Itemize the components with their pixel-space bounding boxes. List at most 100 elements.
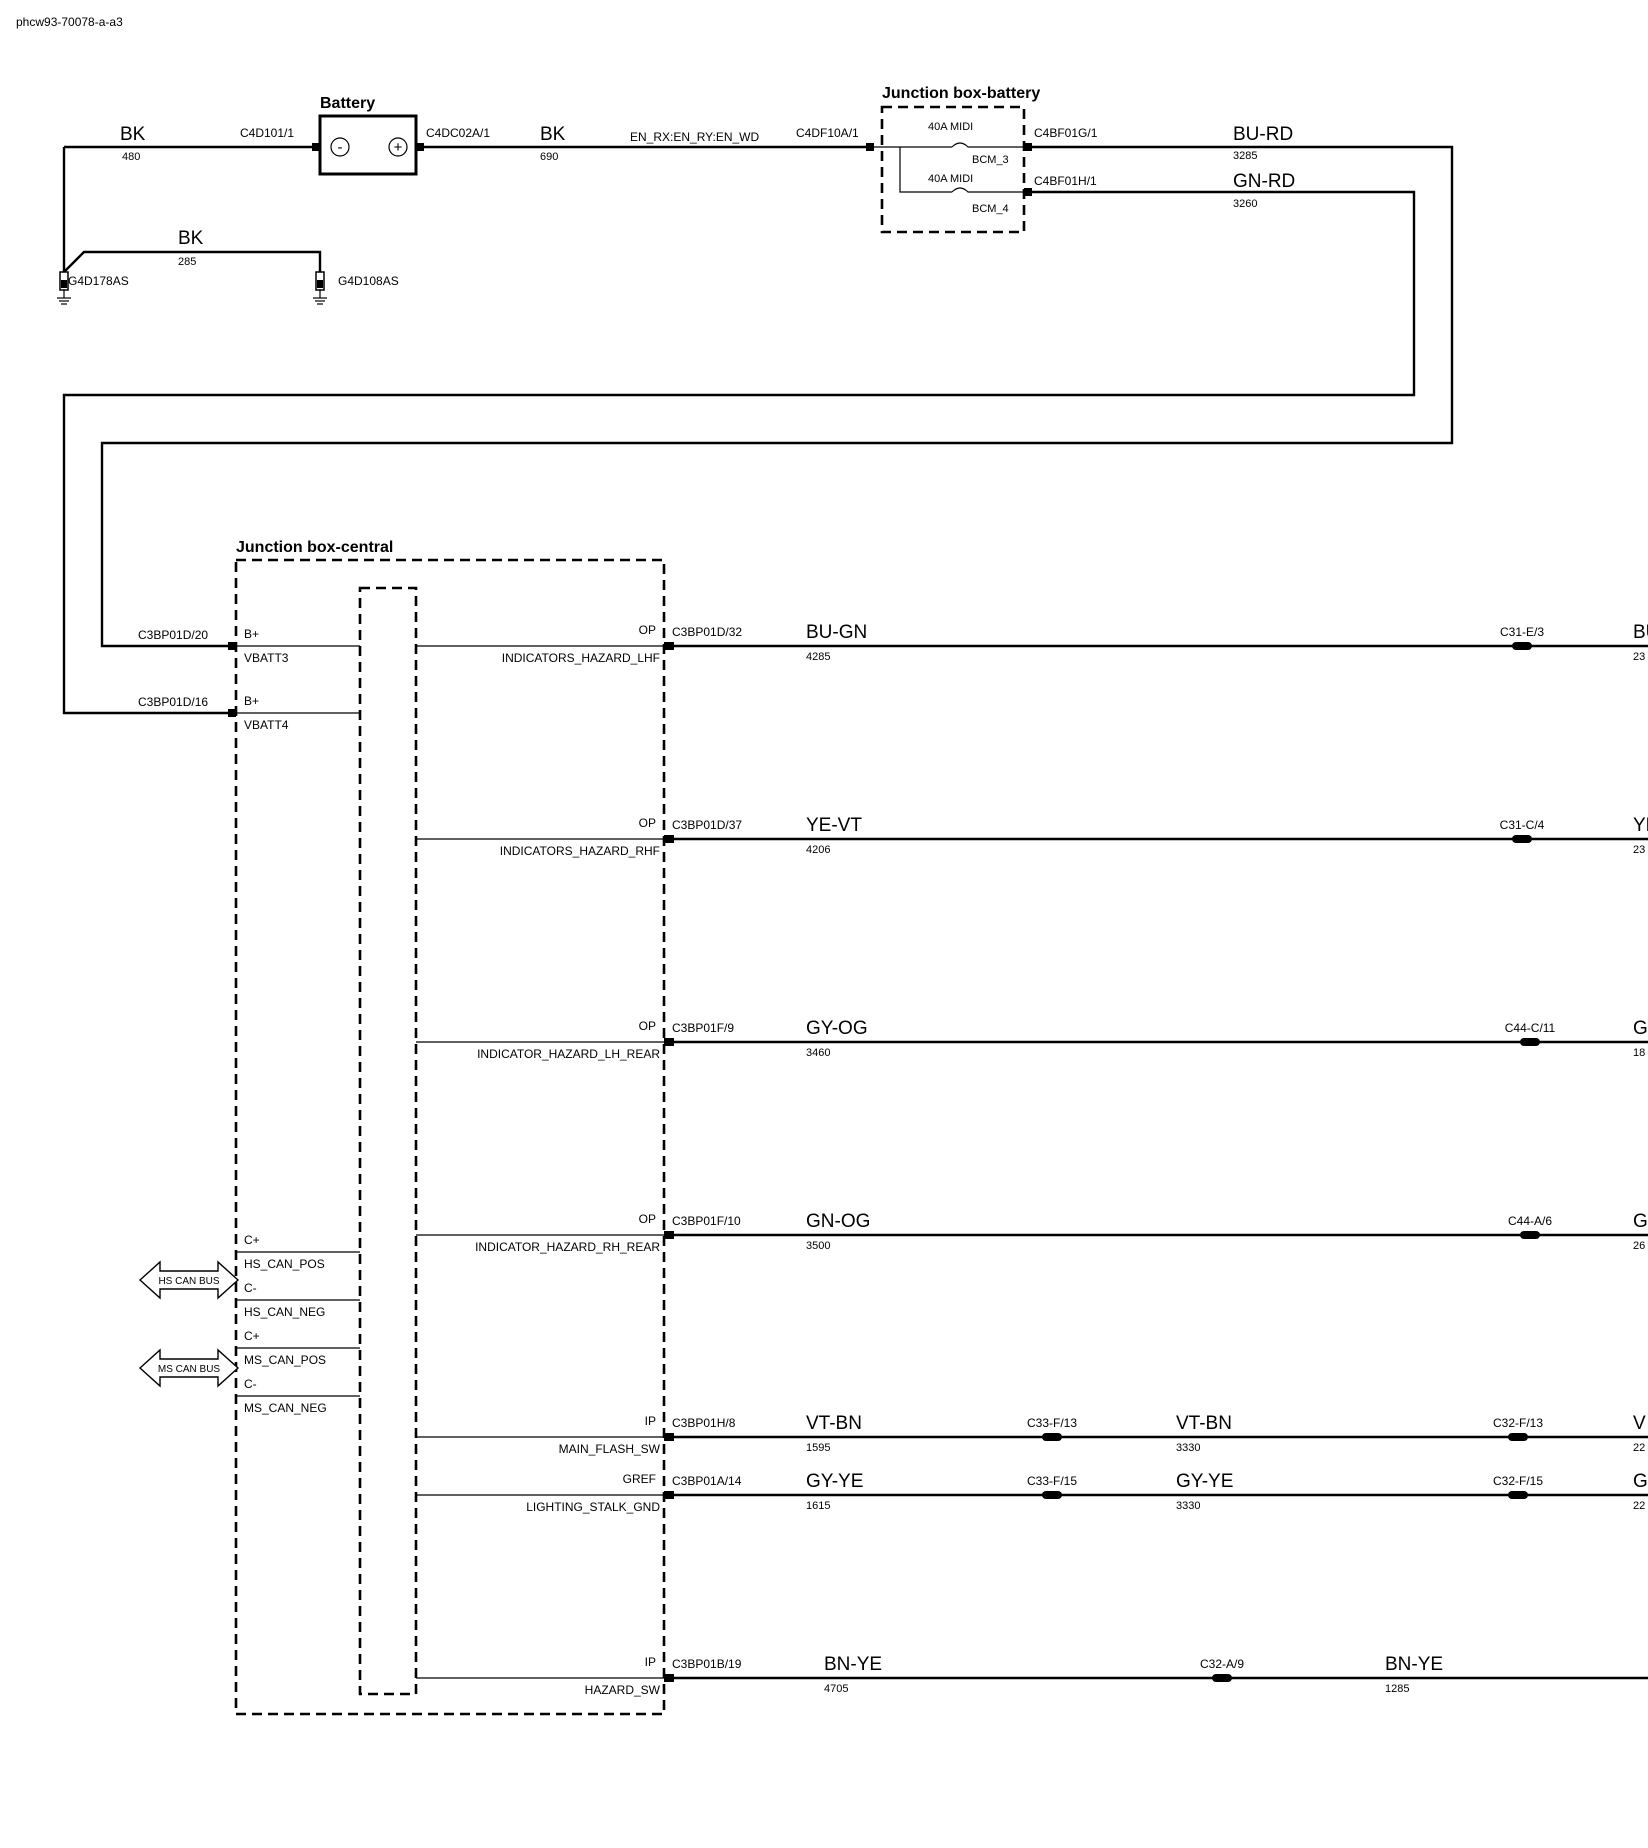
wire-circuit-label: 4705	[824, 1683, 848, 1695]
inline-connector	[1520, 1231, 1540, 1239]
wire-bu-rd	[100, 145, 1454, 648]
box-connector	[664, 835, 674, 843]
power-type-1: B+	[244, 627, 259, 641]
pin-name: INDICATOR_HAZARD_LH_REAR	[477, 1047, 660, 1061]
inline-connector	[1512, 835, 1532, 843]
connector-c4bf01g	[1024, 143, 1032, 151]
fuse-out-connector-2: C4BF01H/1	[1034, 174, 1097, 188]
fuse-rating-1: 40A MIDI	[928, 121, 973, 133]
document-id: phcw93-70078-a-a3	[16, 15, 123, 29]
pin-type: IP	[645, 1655, 656, 1669]
can-pin-type-1: C+	[244, 1233, 260, 1247]
wire-circuit-label: 4285	[806, 651, 830, 663]
ms-can-bus-arrow: MS CAN BUS	[138, 1348, 240, 1388]
can-pin-type-2: C-	[244, 1281, 257, 1295]
box-connector	[664, 1038, 674, 1046]
wire-color-bu-rd: BU-RD	[1233, 124, 1293, 145]
box-connector-label: C3BP01H/8	[672, 1416, 736, 1430]
wire-color-label: BN-YE	[824, 1654, 882, 1675]
cut-circuit-label: 23	[1633, 651, 1645, 663]
hs-can-bus-arrow: HS CAN BUS	[138, 1260, 240, 1300]
pin-name: INDICATORS_HAZARD_RHF	[500, 844, 660, 858]
jb-central-box	[234, 558, 666, 1716]
cut-color-label: YE	[1633, 815, 1648, 836]
fuse-bcm3	[951, 142, 1026, 148]
ground-symbol-g4d108as	[313, 271, 327, 305]
power-connector-1: C3BP01D/20	[138, 628, 208, 642]
wire-gn-rd	[62, 190, 1416, 715]
wire-circuit-label: 4206	[806, 844, 830, 856]
inline-connector	[1042, 1433, 1062, 1441]
inline-connector	[1508, 1491, 1528, 1499]
box-connector	[664, 1491, 674, 1499]
wire-color-label: BN-YE	[1385, 1654, 1443, 1675]
wire-color-label: BU-GN	[806, 622, 867, 643]
box-connector-label: C3BP01B/19	[672, 1657, 742, 1671]
wire-color-label: GY-OG	[806, 1018, 868, 1039]
cut-color-label: BU	[1633, 622, 1648, 643]
wire-color-label: GY-YE	[806, 1471, 863, 1492]
inline-connector-label: C33-F/13	[1027, 1416, 1077, 1430]
battery-neg-connector: C4D101/1	[240, 126, 294, 140]
battery-neg-terminal	[312, 143, 320, 151]
wire-color-label: GN-OG	[806, 1211, 870, 1232]
box-connector-label: C3BP01D/32	[672, 625, 742, 639]
wire-circuit-label: 1285	[1385, 1683, 1409, 1695]
wire-circuit-label: 3330	[1176, 1442, 1200, 1454]
inline-connector	[1508, 1433, 1528, 1441]
box-connector-label: C3BP01F/9	[672, 1021, 734, 1035]
pin-name: INDICATORS_HAZARD_LHF	[502, 651, 660, 665]
fuse-name-1: BCM_3	[972, 154, 1009, 166]
battery-section: G4D178AS G4D108AS BK 480 BK 285 C4D101/1…	[57, 95, 874, 305]
connector-c4bf01h	[1024, 188, 1032, 196]
battery-pos-connector: C4DC02A/1	[426, 126, 490, 140]
ground-label-2: G4D108AS	[338, 274, 399, 288]
battery-neg-sign: -	[338, 139, 343, 156]
feed-label: EN_RX:EN_RY:EN_WD	[630, 130, 759, 144]
can-pin-name-1: HS_CAN_POS	[244, 1257, 325, 1271]
box-connector-label: C3BP01F/10	[672, 1214, 741, 1228]
wire-circuit-label: 3500	[806, 1240, 830, 1252]
fuse-name-2: BCM_4	[972, 203, 1009, 215]
battery-pos-sign: +	[394, 139, 403, 156]
pin-type: IP	[645, 1414, 656, 1428]
pin-name: HAZARD_SW	[585, 1683, 661, 1697]
box-connector	[664, 1231, 674, 1239]
wire-circuit-label: 1595	[806, 1442, 830, 1454]
pin-type: OP	[639, 816, 656, 830]
pin-name: LIGHTING_STALK_GND	[526, 1500, 660, 1514]
cut-circuit-label: 18	[1633, 1047, 1645, 1059]
wire-circuit-label: 1615	[806, 1500, 830, 1512]
pin-type: OP	[639, 1212, 656, 1226]
power-name-1: VBATT3	[244, 651, 289, 665]
inline-connector	[1520, 1038, 1540, 1046]
battery-title: Battery	[320, 95, 375, 112]
output-rows: OP INDICATORS_HAZARD_LHF C3BP01D/32 BU-GN 42…	[416, 622, 1648, 1697]
wire-circuit-bu-rd: 3285	[1233, 150, 1257, 162]
wire-circuit-neg: 480	[122, 151, 140, 163]
wire-circuit-label: 3460	[806, 1047, 830, 1059]
ground-symbol-g4d178as	[57, 271, 71, 305]
can-pin-type-4: C-	[244, 1377, 257, 1391]
output-row-indicator-hazard-rh-rear: OP INDICATOR_HAZARD_RH_REAR C3BP01F/10 GN-O…	[416, 1211, 1648, 1254]
wire-color-neg: BK	[120, 124, 146, 145]
box-connector-label: C3BP01D/37	[672, 818, 742, 832]
wire-circuit-ground-link: 285	[178, 256, 196, 268]
wire-color-label: VT-BN	[1176, 1413, 1232, 1434]
jb-central-section: Junction box-central C3BP01D/20 B+ VBATT…	[138, 539, 1648, 1716]
pin-name: MAIN_FLASH_SW	[559, 1442, 661, 1456]
box-connector	[664, 1433, 674, 1441]
can-pin-type-3: C+	[244, 1329, 260, 1343]
jb-central-module	[358, 586, 418, 1696]
pin-name: INDICATOR_HAZARD_RH_REAR	[475, 1240, 660, 1254]
connector-c3bp01d-20	[228, 642, 236, 650]
cut-color-label: G	[1633, 1018, 1648, 1039]
connector-c4df10a	[866, 143, 874, 151]
jb-battery-title: Junction box-battery	[882, 85, 1040, 102]
